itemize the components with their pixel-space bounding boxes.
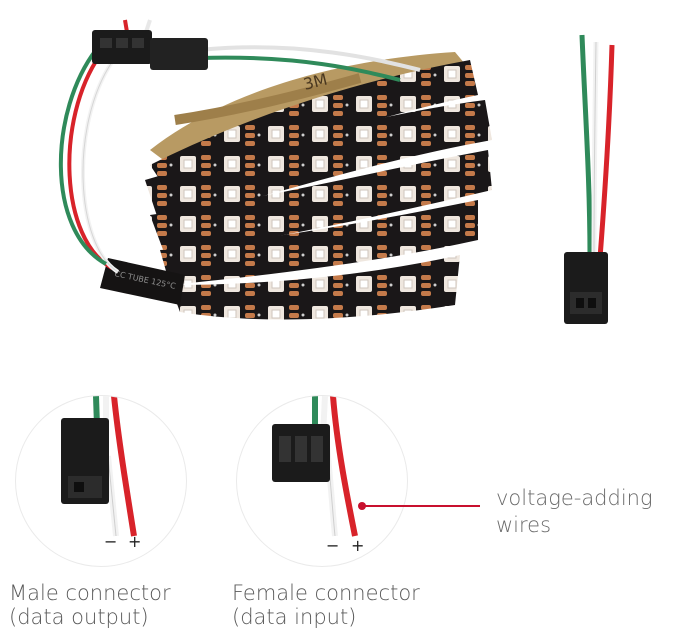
strip-wire-green	[58, 48, 107, 266]
strip-connector-female	[150, 38, 208, 70]
heat-shrink-tube	[100, 258, 185, 305]
callout-line-1: voltage-adding	[496, 486, 653, 510]
callout-text: voltage-adding wires	[496, 485, 653, 539]
strip-wire-red	[67, 53, 113, 270]
male-connector-image	[61, 396, 137, 537]
strip-band-5	[170, 255, 460, 320]
callout-line-2: wires	[496, 513, 552, 537]
female-caption-sub: (data input)	[232, 605, 357, 629]
connector-pigtail-photo	[564, 34, 615, 324]
female-caption-title: Female connector	[232, 581, 420, 605]
female-connector-image	[272, 396, 358, 537]
male-caption-title: Male connector	[9, 581, 171, 605]
strip-band-2	[145, 100, 492, 225]
female-minus-label: −	[326, 536, 340, 555]
male-minus-label: −	[104, 532, 118, 551]
female-caption: Female connector (data input)	[232, 581, 420, 629]
male-caption-sub: (data output)	[9, 605, 149, 629]
strip-band-4	[160, 200, 478, 285]
pigtail-wire-green	[579, 34, 593, 259]
female-connector-circle	[236, 395, 408, 567]
callout-line	[362, 505, 480, 507]
male-connector-circle	[15, 395, 187, 567]
led-strip-photo: 3M CC TUBE 125°C	[58, 19, 492, 320]
male-plus-label: +	[128, 532, 142, 551]
callout-dot	[358, 502, 366, 510]
pigtail-wire-red	[597, 44, 615, 259]
male-caption: Male connector (data output)	[9, 581, 171, 629]
strip-band-3	[150, 150, 492, 255]
female-plus-label: +	[351, 536, 365, 555]
